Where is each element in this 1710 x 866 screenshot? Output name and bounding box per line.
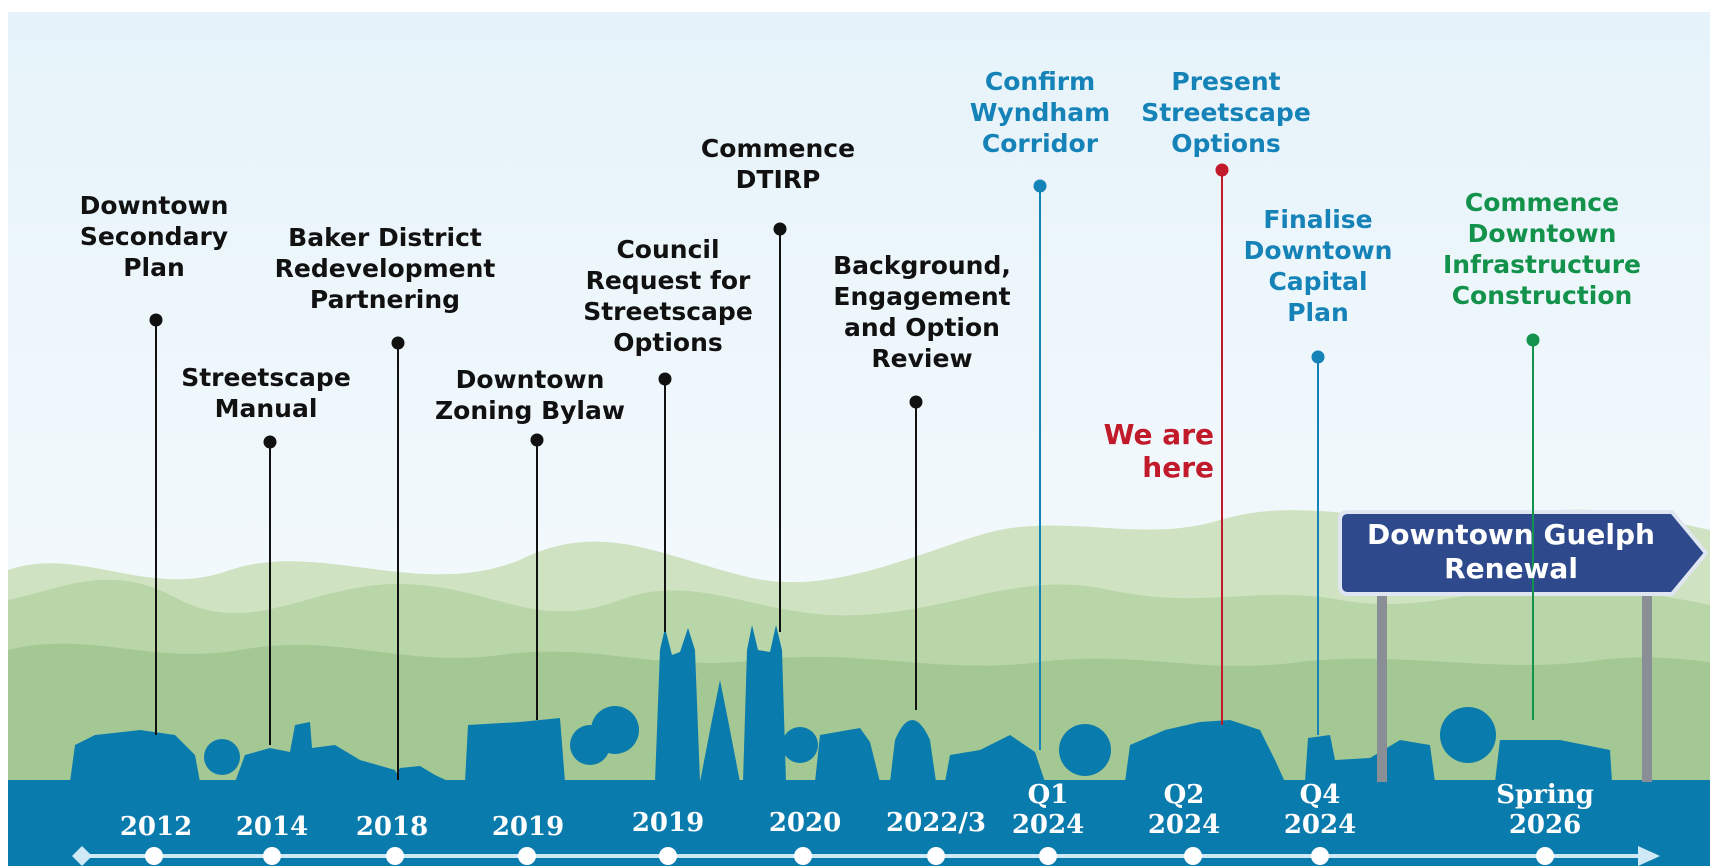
sign-board bbox=[1338, 510, 1709, 596]
milestone-date: 2019 bbox=[631, 808, 705, 838]
milestone-dot bbox=[773, 222, 787, 236]
axis-dot bbox=[1536, 847, 1554, 865]
timeline-axis-start bbox=[72, 846, 92, 866]
sign-text: Downtown Guelph Renewal bbox=[1367, 518, 1655, 585]
milestone-date: 2020 bbox=[768, 808, 842, 838]
milestone-dot bbox=[263, 435, 277, 449]
axis-dot bbox=[927, 847, 945, 865]
axis-dot bbox=[145, 847, 163, 865]
milestone-dot bbox=[391, 336, 405, 350]
milestone-date: 2014 bbox=[235, 812, 309, 842]
axis-dot bbox=[1039, 847, 1057, 865]
milestone-dot bbox=[1215, 163, 1229, 177]
milestone-label: Background, Engagement and Option Review bbox=[833, 251, 1011, 373]
milestone-label: Commence Downtown Infrastructure Constru… bbox=[1443, 188, 1641, 310]
hills-front bbox=[8, 643, 1710, 790]
axis-dot bbox=[1184, 847, 1202, 865]
milestone-stems bbox=[145, 163, 1554, 865]
current-marker-label: We are here bbox=[1103, 418, 1214, 484]
milestone-label: Downtown Zoning Bylaw bbox=[435, 365, 625, 425]
milestone-dot bbox=[1526, 333, 1540, 347]
milestone-dot bbox=[658, 372, 672, 386]
milestone-label: Present Streetscape Options bbox=[1141, 67, 1311, 158]
milestone-date: 2012 bbox=[119, 812, 193, 842]
milestone-label: Commence DTIRP bbox=[700, 134, 856, 194]
city-skyline bbox=[70, 625, 1612, 782]
axis-dot bbox=[659, 847, 677, 865]
axis-dot bbox=[794, 847, 812, 865]
milestone-label: Confirm Wyndham Corridor bbox=[969, 67, 1111, 158]
sign-post-right bbox=[1642, 585, 1652, 782]
axis-dot bbox=[518, 847, 536, 865]
milestone-date: Q4 2024 bbox=[1283, 780, 1357, 840]
milestone-dot bbox=[1033, 179, 1047, 193]
milestone-label: Downtown Secondary Plan bbox=[79, 191, 229, 282]
axis-dot bbox=[386, 847, 404, 865]
milestone-label: Council Request for Streetscape Options bbox=[583, 235, 753, 357]
sign-post-left bbox=[1377, 585, 1387, 782]
axis-dot bbox=[1311, 847, 1329, 865]
milestone-date: Q2 2024 bbox=[1147, 780, 1221, 840]
milestone-date: 2022/3 bbox=[886, 808, 986, 838]
timeline-axis-arrow bbox=[1638, 846, 1660, 866]
milestone-label: Streetscape Manual bbox=[181, 363, 351, 423]
axis-dot bbox=[263, 847, 281, 865]
milestone-label: Baker District Redevelopment Partnering bbox=[274, 223, 496, 314]
milestone-date: 2019 bbox=[491, 812, 565, 842]
milestone-dot bbox=[1311, 350, 1325, 364]
milestone-dot bbox=[909, 395, 923, 409]
milestone-date: Q1 2024 bbox=[1011, 780, 1085, 840]
milestone-dot bbox=[530, 433, 544, 447]
milestone-date: 2018 bbox=[355, 812, 429, 842]
milestone-label: Finalise Downtown Capital Plan bbox=[1243, 205, 1393, 327]
milestone-date: Spring 2026 bbox=[1496, 780, 1594, 840]
milestone-dot bbox=[149, 313, 163, 327]
ground-band bbox=[8, 780, 1710, 866]
